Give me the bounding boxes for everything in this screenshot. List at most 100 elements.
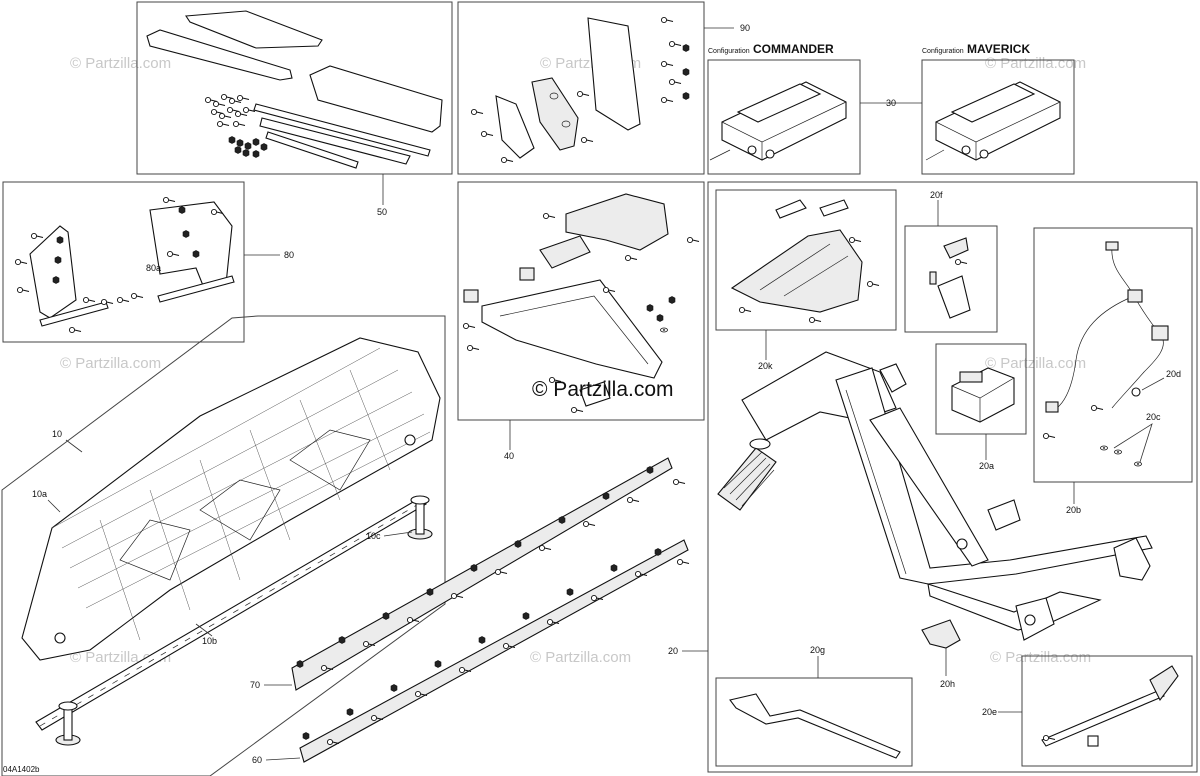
watermark-text: © Partzilla.com: [985, 355, 1086, 372]
mounting-plate: [495, 95, 535, 159]
callout-10b: 10b: [202, 636, 217, 646]
support-post: [55, 701, 81, 746]
maverick-frame: [921, 59, 1075, 175]
maverick-mount: [925, 81, 1061, 161]
panel-40-subframe: 40 © Partzilla.com: [457, 181, 705, 461]
link-rod: [1041, 689, 1165, 747]
watermark-text: © Partzilla.com: [530, 649, 631, 666]
callout-20a: 20a: [979, 461, 994, 471]
callout-70: 70: [250, 680, 260, 690]
callout-20f: 20f: [930, 190, 943, 200]
panel-90-side-deflector: 90: [457, 1, 750, 175]
main-frame: [741, 351, 1153, 641]
trim-strip-lower: [265, 131, 359, 169]
flap-right: [149, 201, 233, 289]
leader-line: [265, 757, 301, 761]
callout-20g: 20g: [810, 645, 825, 655]
callout-40: 40: [504, 451, 514, 461]
latch-plate: [937, 275, 971, 319]
subpanel-20e: [1021, 655, 1193, 767]
leader-line: [1113, 423, 1153, 463]
fastener-grid: [204, 93, 268, 158]
configuration-label: Configuration: [922, 48, 964, 55]
watermark-text: © Partzilla.com: [990, 649, 1091, 666]
bumper-pad: [539, 235, 591, 269]
commander-frame: [707, 59, 861, 175]
callout-50: 50: [377, 207, 387, 217]
callout-80a: 80a: [146, 263, 161, 273]
deflector-bracket: [531, 77, 579, 151]
panel-30-configurations: Configuration COMMANDER Configuration MA…: [707, 42, 1075, 175]
panel-frame: [457, 181, 705, 421]
callout-20e: 20e: [982, 707, 997, 717]
callout-80: 80: [284, 250, 294, 260]
right-plate: [309, 65, 443, 133]
callout-20h: 20h: [940, 679, 955, 689]
panel-50-deflector-plates: 50: [136, 1, 453, 217]
bracket-20h: [921, 619, 961, 649]
trim-strip-upper: [253, 103, 431, 157]
rubber-block: [519, 267, 535, 281]
trim-strip-middle: [259, 117, 411, 165]
commander-mount: [709, 81, 847, 161]
panel-frame: [2, 181, 245, 343]
middle-plate: [146, 29, 293, 81]
upper-plate: [185, 10, 323, 49]
side-rail: [35, 497, 427, 731]
leader-line: [65, 439, 83, 453]
subpanel-20g: [715, 677, 913, 767]
subpanel-20b: [1033, 227, 1193, 483]
subpanel-20a: [935, 343, 1027, 435]
callout-30: 30: [886, 98, 896, 108]
panel-frame: [457, 1, 705, 175]
flap-strip-right: [157, 275, 235, 303]
rails-60-70: 70 60: [250, 457, 690, 765]
chassis-tub: [21, 337, 441, 661]
leader-line: [195, 623, 213, 637]
watermark-text: © Partzilla.com: [60, 355, 161, 372]
panel-frame: [1, 315, 446, 776]
watermark-text: © Partzilla.com: [985, 55, 1086, 72]
callout-10a: 10a: [32, 489, 47, 499]
brand-watermark: © Partzilla.com: [532, 378, 674, 401]
clear-deflector-panel: [587, 17, 641, 131]
callout-90: 90: [740, 23, 750, 33]
configuration-maverick: MAVERICK: [967, 42, 1030, 56]
callout-10: 10: [52, 429, 62, 439]
panel-10-chassis: 10 10a 10b 10c 04A1402b: [1, 315, 446, 776]
subframe-arm: [481, 279, 663, 379]
panel-frame: [707, 181, 1198, 773]
skid-plate: [730, 229, 863, 313]
panel-20-frame-assembly: 20 20k 20f 20a: [668, 181, 1198, 773]
harness-wire: [1053, 295, 1135, 411]
leader-line: [47, 499, 61, 513]
callout-20c: 20c: [1146, 412, 1161, 422]
callout-10c: 10c: [366, 531, 381, 541]
panel-frame: [136, 1, 453, 175]
subpanel-20f: [904, 225, 998, 333]
callout-60: 60: [252, 755, 262, 765]
leader-line: [1141, 377, 1165, 391]
rail-70: [291, 457, 673, 691]
callout-20b: 20b: [1066, 505, 1081, 515]
rail-60: [299, 539, 689, 763]
callout-20k: 20k: [758, 361, 773, 371]
subpanel-20k: [715, 189, 897, 331]
panel-80-rear-flap: 80a 80: [2, 181, 294, 343]
configuration-commander: COMMANDER: [753, 42, 834, 56]
support-post: [407, 495, 433, 540]
flap-left: [29, 225, 77, 319]
upper-bracket: [565, 193, 669, 251]
configuration-label: Configuration: [708, 48, 750, 55]
shock-absorber: [717, 438, 777, 511]
callout-20d: 20d: [1166, 369, 1181, 379]
leader-line: [383, 531, 413, 537]
watermark-text: © Partzilla.com: [70, 55, 171, 72]
link-plate: [579, 381, 611, 407]
drawing-code: 04A1402b: [3, 765, 40, 774]
shift-rod: [729, 693, 901, 759]
latch-handle: [943, 237, 969, 259]
callout-20: 20: [668, 646, 678, 656]
flap-strip-left: [39, 301, 109, 327]
